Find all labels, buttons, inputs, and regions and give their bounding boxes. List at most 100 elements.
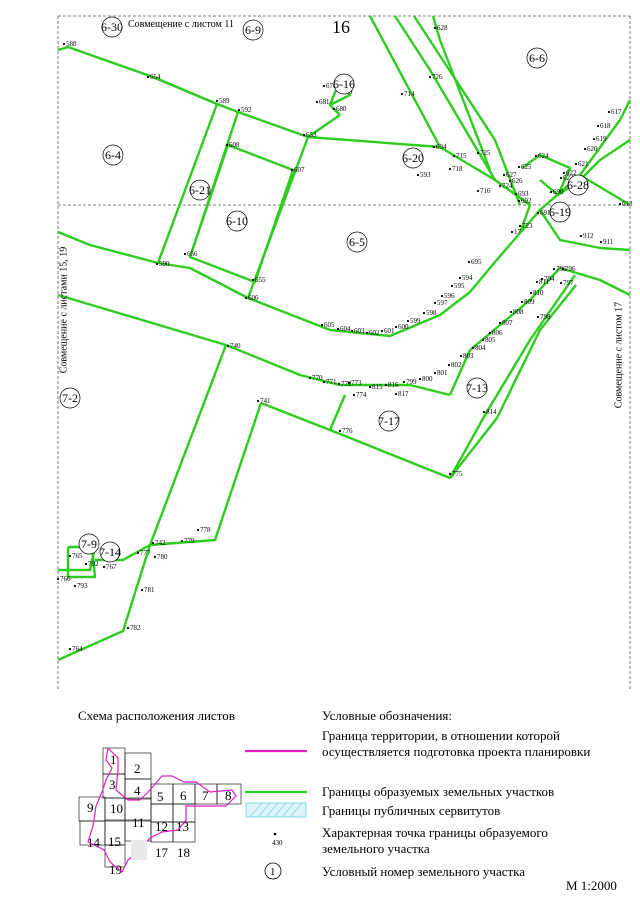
point-label: 774 [356, 391, 367, 399]
boundary-point [502, 173, 506, 177]
point-label: 772 [341, 380, 352, 388]
scheme-cell-number: 12 [155, 819, 168, 834]
boundary-point [62, 42, 66, 46]
scheme-cell-number: 5 [157, 789, 164, 804]
point-label: 607 [294, 166, 305, 174]
boundary-point [315, 100, 319, 104]
point-label: 681 [319, 98, 330, 106]
point-label: 778 [200, 526, 211, 534]
point-label: 620 [587, 145, 598, 153]
boundary-point [514, 192, 518, 196]
point-label: 798 [540, 313, 551, 321]
boundary-point [151, 541, 155, 545]
point-label: 776 [342, 427, 353, 435]
point-label: 793 [77, 582, 88, 590]
point-label: 765 [72, 552, 83, 560]
sheet-frame [57, 15, 631, 690]
boundary-point [394, 325, 398, 329]
legend-number-example: 1 [270, 866, 276, 878]
boundary-point [153, 555, 157, 559]
boundary-point [332, 107, 336, 111]
point-label: 617 [611, 108, 622, 116]
scheme-cell-number: 9 [87, 800, 94, 815]
point-label: 816 [388, 381, 399, 389]
boundary-point [384, 383, 388, 387]
right-edge-label: Совмещение с листом 17 [613, 301, 625, 409]
point-label: 799 [406, 378, 417, 386]
scheme-hatch [131, 840, 147, 860]
boundary-point [476, 189, 480, 193]
legend-item-number: Условный номер земельного участка [322, 864, 526, 879]
point-label: 781 [144, 586, 155, 594]
point-label: 779 [184, 537, 195, 545]
parcel-number-circle [189, 179, 211, 201]
point-label: 771 [326, 378, 337, 386]
parcel-number: 6-19 [549, 205, 571, 219]
boundary-point [402, 380, 406, 384]
point-label: 817 [398, 390, 409, 398]
point-label: 597 [437, 299, 448, 307]
boundary-point [368, 385, 372, 389]
point-label: 628 [437, 24, 448, 32]
parcel-number-circle [226, 210, 248, 232]
point-label: 809 [524, 298, 535, 306]
legend-item-parcels: Границы образуемых земельных участков [322, 784, 555, 799]
boundary-point [607, 110, 611, 114]
boundary-point [562, 171, 566, 175]
boundary-point [536, 315, 540, 319]
parcel-number-circle [333, 73, 355, 95]
boundary-point [536, 211, 540, 215]
boundary-point [447, 363, 451, 367]
point-label: 740 [230, 342, 241, 350]
legend-point-dot [273, 832, 277, 836]
point-label: 741 [260, 397, 271, 405]
scheme-cell-number: 15 [108, 834, 121, 849]
parcel-number-circle [59, 387, 81, 409]
point-label: 808 [513, 308, 524, 316]
parcel-number: 7-9 [81, 537, 97, 551]
point-label: 773 [351, 379, 362, 387]
boundary-point [433, 26, 437, 30]
point-label: 714 [404, 90, 415, 98]
point-label: 805 [485, 336, 496, 344]
boundary-point [155, 262, 159, 266]
legend-title: Условные обозначения: [322, 708, 453, 723]
left-edge-label: Совмещение с листами 15, 19 [58, 246, 70, 374]
point-label: 695 [471, 258, 482, 266]
point-label: 690 [553, 188, 564, 196]
point-label: 780 [157, 553, 168, 561]
boundary-point [592, 137, 596, 141]
parcel-number: 6-16 [333, 77, 355, 91]
boundary-point [518, 224, 522, 228]
point-label: 810 [533, 289, 544, 297]
boundary-point [561, 267, 565, 271]
boundary-point [433, 371, 437, 375]
legend-item-servitudes: Границы публичных сервитутов [322, 803, 501, 818]
parcel-number-circle [378, 410, 400, 432]
legend-point-example: 430 [272, 839, 283, 847]
boundary-point [290, 168, 294, 172]
point-label: 797 [563, 279, 574, 287]
boundary-point [102, 565, 106, 569]
scheme-cell-number: 7 [202, 788, 209, 803]
boundary-point [68, 554, 72, 558]
scale-label: М 1:2000 [566, 878, 617, 893]
point-label: 594 [462, 274, 473, 282]
point-label: 800 [422, 375, 433, 383]
point-label: 595 [454, 282, 465, 290]
point-label: 814 [486, 408, 497, 416]
boundary-point [529, 291, 533, 295]
point-label: 806 [492, 329, 503, 337]
point-label: 694 [436, 143, 447, 151]
boundary-point [481, 338, 485, 342]
point-label: 807 [502, 319, 513, 327]
point-label: 626 [512, 177, 523, 185]
parcel-number-circle [101, 16, 123, 38]
point-label: 599 [410, 317, 421, 325]
point-label: 815 [372, 383, 383, 391]
boundary-point [84, 562, 88, 566]
boundary-point [520, 300, 524, 304]
point-label: 605 [324, 321, 335, 329]
